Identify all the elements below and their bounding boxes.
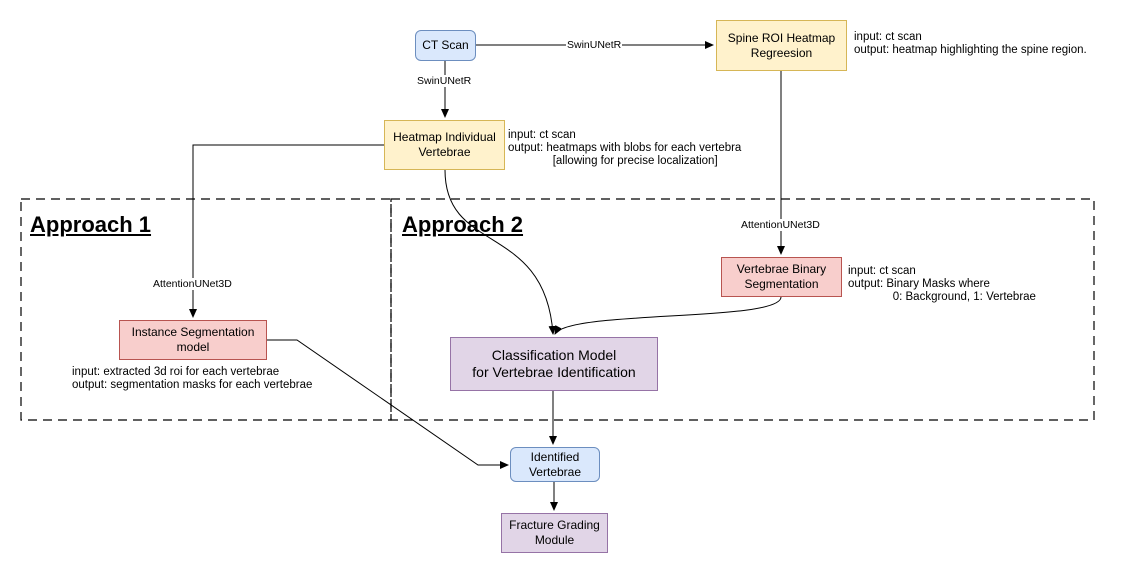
heatmap-individual-note: input: ct scan output: heatmaps with blo… [508,129,742,167]
edge-label-spine-to-binary: AttentionUNet3D [740,219,821,231]
edge-heatmap-to-instance [189,144,384,318]
classification-model-node[interactable]: Classification Model for Vertebrae Ident… [450,337,658,391]
edge-label-ct-to-heatmap: SwinUNetR [416,75,473,87]
edge-binary-to-classification [554,296,782,335]
approach1-heading: Approach 1 [30,212,152,237]
instance-segmentation-note: input: extracted 3d roi for each vertebr… [72,366,313,391]
identified-vertebrae-node[interactable]: Identified Vertebrae [510,447,600,482]
spine-roi-note: input: ct scan output: heatmap highlight… [854,31,1087,56]
edge-label-ct-to-spine: SwinUNetR [566,39,623,51]
edge-label-heatmap-to-instance: AttentionUNet3D [152,278,233,290]
heatmap-individual-vertebrae-node[interactable]: Heatmap Individual Vertebrae [384,120,505,170]
edge-instance-to-identified [267,339,509,469]
vertebrae-binary-segmentation-node[interactable]: Vertebrae Binary Segmentation [721,257,842,297]
approach2-group-border [390,198,1095,421]
vertebrae-binary-note: input: ct scan output: Binary Masks wher… [848,265,1036,303]
approach1-group-border [20,198,392,421]
spine-roi-heatmap-node[interactable]: Spine ROI Heatmap Regreesion [716,20,847,71]
edge-heatmap-to-classification [444,169,557,335]
instance-segmentation-node[interactable]: Instance Segmentation model [119,320,267,360]
approach2-heading: Approach 2 [402,212,524,237]
ct-scan-node[interactable]: CT Scan [415,30,476,61]
fracture-grading-module-node[interactable]: Fracture Grading Module [501,513,608,553]
